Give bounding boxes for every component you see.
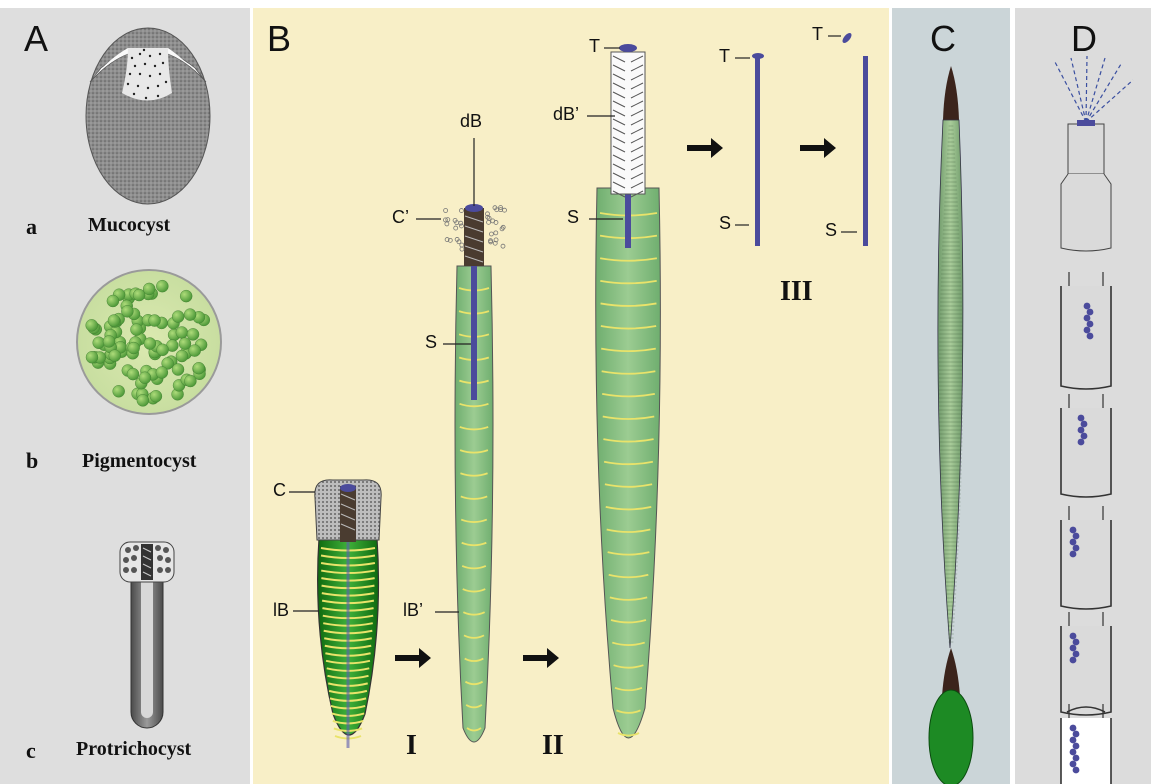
panel-a: A — [0, 8, 250, 784]
arrow-stage-ii — [523, 648, 559, 668]
item-a-name: Mucocyst — [88, 214, 170, 237]
arrow-stage-i — [395, 648, 431, 668]
initial-extrusome — [289, 480, 381, 748]
label-s-stage-iii-a: S — [719, 213, 731, 234]
label-db-prime: dB’ — [553, 104, 579, 125]
item-b-name: Pigmentocyst — [82, 450, 196, 473]
panel-c: C — [892, 8, 1010, 784]
item-c-name: Protrichocyst — [76, 738, 191, 761]
item-c-letter: c — [26, 738, 36, 764]
panel-a-illustrations — [0, 8, 250, 784]
arrow-stage-iii-a — [687, 138, 723, 158]
panel-d-illustrations — [1015, 8, 1151, 784]
stage-i-extrusome — [416, 138, 506, 742]
stage-label-ii: II — [542, 730, 564, 762]
label-s-stage-ii: S — [567, 207, 579, 228]
label-db: dB — [460, 111, 482, 132]
label-c-prime: C’ — [392, 207, 409, 228]
item-a-letter: a — [26, 214, 37, 240]
mucocyst-illustration — [86, 28, 210, 204]
label-lb: lB — [273, 600, 289, 621]
stage-ii-extrusome — [587, 44, 660, 738]
panel-b: B — [253, 8, 889, 784]
discharge-rays — [1055, 56, 1133, 122]
item-b-letter: b — [26, 448, 38, 474]
panel-d: D — [1015, 8, 1151, 784]
protrichocyst-illustration — [120, 542, 174, 728]
arrow-stage-iii-b — [800, 138, 836, 158]
label-lb-prime: lB’ — [403, 600, 423, 621]
stage-iii-shaft-a — [735, 53, 764, 246]
label-t-stage-iii-a: T — [719, 46, 730, 67]
label-c: C — [273, 480, 286, 501]
stage-label-iii: III — [780, 276, 813, 308]
panel-c-illustration — [892, 8, 1010, 784]
label-s-stage-iii-b: S — [825, 220, 837, 241]
label-t-stage-ii: T — [589, 36, 600, 57]
label-t-stage-iii-b: T — [812, 24, 823, 45]
stage-iii-shaft-b — [828, 31, 868, 246]
stage-label-i: I — [406, 730, 417, 762]
pigmentocyst-illustration — [77, 270, 221, 414]
label-s-stage-i: S — [425, 332, 437, 353]
